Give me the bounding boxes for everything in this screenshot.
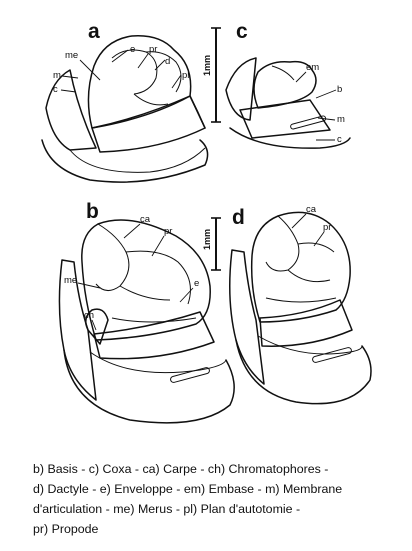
label-a-m: m — [53, 70, 61, 81]
label-a-e: e — [130, 44, 135, 55]
caption-line-2: d) Dactyle - e) Enveloppe - em) Embase -… — [33, 482, 343, 496]
scale-label-bottom: 1mm — [202, 229, 212, 250]
caption-line-3: d'articulation - me) Merus - pl) Plan d'… — [33, 502, 301, 516]
panel-d-drawing — [229, 211, 372, 405]
label-b-me: me — [64, 275, 77, 286]
label-d-ca: ca — [306, 204, 317, 215]
panel-b-drawing — [58, 219, 235, 424]
panel-label-c: c — [236, 20, 248, 43]
label-c-em: em — [306, 62, 319, 73]
label-a-c: c — [53, 84, 58, 95]
panel-d-leader-lines — [291, 213, 325, 247]
panel-label-a: a — [88, 20, 100, 43]
panel-a-leader-lines — [60, 49, 182, 93]
scale-bar-bottom — [211, 217, 221, 271]
label-c-b: b — [337, 84, 342, 95]
panel-c-drawing — [225, 57, 351, 149]
label-a-pl: pl — [182, 70, 189, 81]
label-d-pr: pr — [323, 222, 331, 233]
caption-line-4: pr) Propode — [33, 522, 99, 536]
label-b-e: e — [194, 278, 199, 289]
figure-caption: b) Basis - c) Coxa - ca) Carpe - ch) Chr… — [33, 459, 405, 539]
scale-bar-top — [211, 27, 221, 123]
label-c-m: m — [337, 114, 345, 125]
panel-label-b: b — [86, 200, 99, 223]
label-b-ch: ch — [84, 310, 94, 321]
label-a-d: d — [165, 56, 170, 67]
caption-line-1: b) Basis - c) Coxa - ca) Carpe - ch) Chr… — [33, 462, 329, 476]
label-b-ca: ca — [140, 214, 151, 225]
panel-b-leader-lines — [77, 223, 194, 331]
label-a-pr: pr — [149, 44, 157, 55]
label-b-pr: pr — [164, 226, 172, 237]
label-a-me: me — [65, 50, 78, 61]
label-c-c: c — [337, 134, 342, 145]
leg-articulation-illustration: a e me pr d m c pl 1mm c em b m c — [41, 20, 372, 424]
panel-c-leader-lines — [295, 71, 337, 141]
panel-label-d: d — [232, 206, 245, 229]
scale-label-top: 1mm — [202, 55, 212, 76]
